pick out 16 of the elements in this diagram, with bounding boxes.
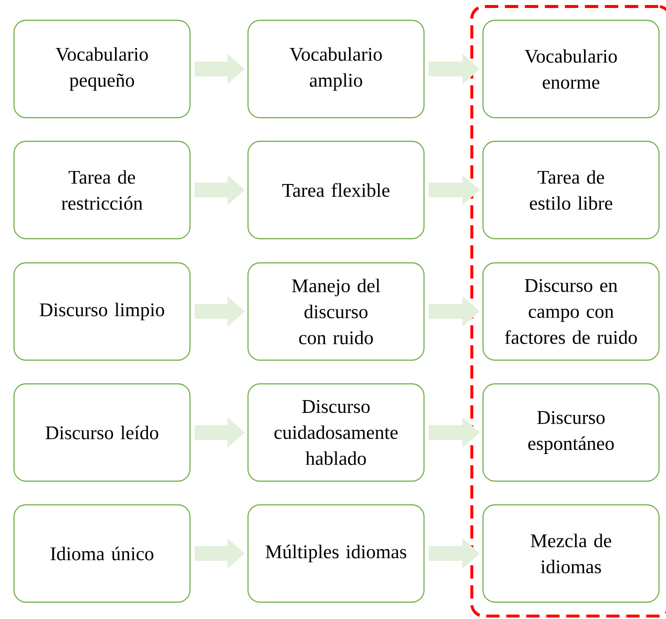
- process-box: Tarea flexible: [247, 140, 425, 240]
- process-box: Tarea de restricción: [13, 140, 191, 240]
- process-box: Discurso espontáneo: [482, 383, 660, 482]
- process-box: Discurso leído: [13, 383, 191, 482]
- process-box: Mezcla de idiomas: [482, 504, 660, 603]
- process-box: Discurso cuidadosamente hablado: [247, 383, 425, 482]
- process-box: Múltiples idiomas: [247, 504, 425, 603]
- process-box: Idioma único: [13, 504, 191, 603]
- process-box: Vocabulario amplio: [247, 20, 425, 118]
- process-box: Vocabulario enorme: [482, 20, 660, 118]
- process-box: Discurso en campo con factores de ruido: [482, 262, 660, 361]
- process-box: Vocabulario pequeño: [13, 20, 191, 118]
- process-box: Manejo del discurso con ruido: [247, 262, 425, 361]
- highlight-frame: [470, 5, 666, 618]
- process-box: Tarea de estilo libre: [482, 140, 660, 240]
- process-box: Discurso limpio: [13, 262, 191, 361]
